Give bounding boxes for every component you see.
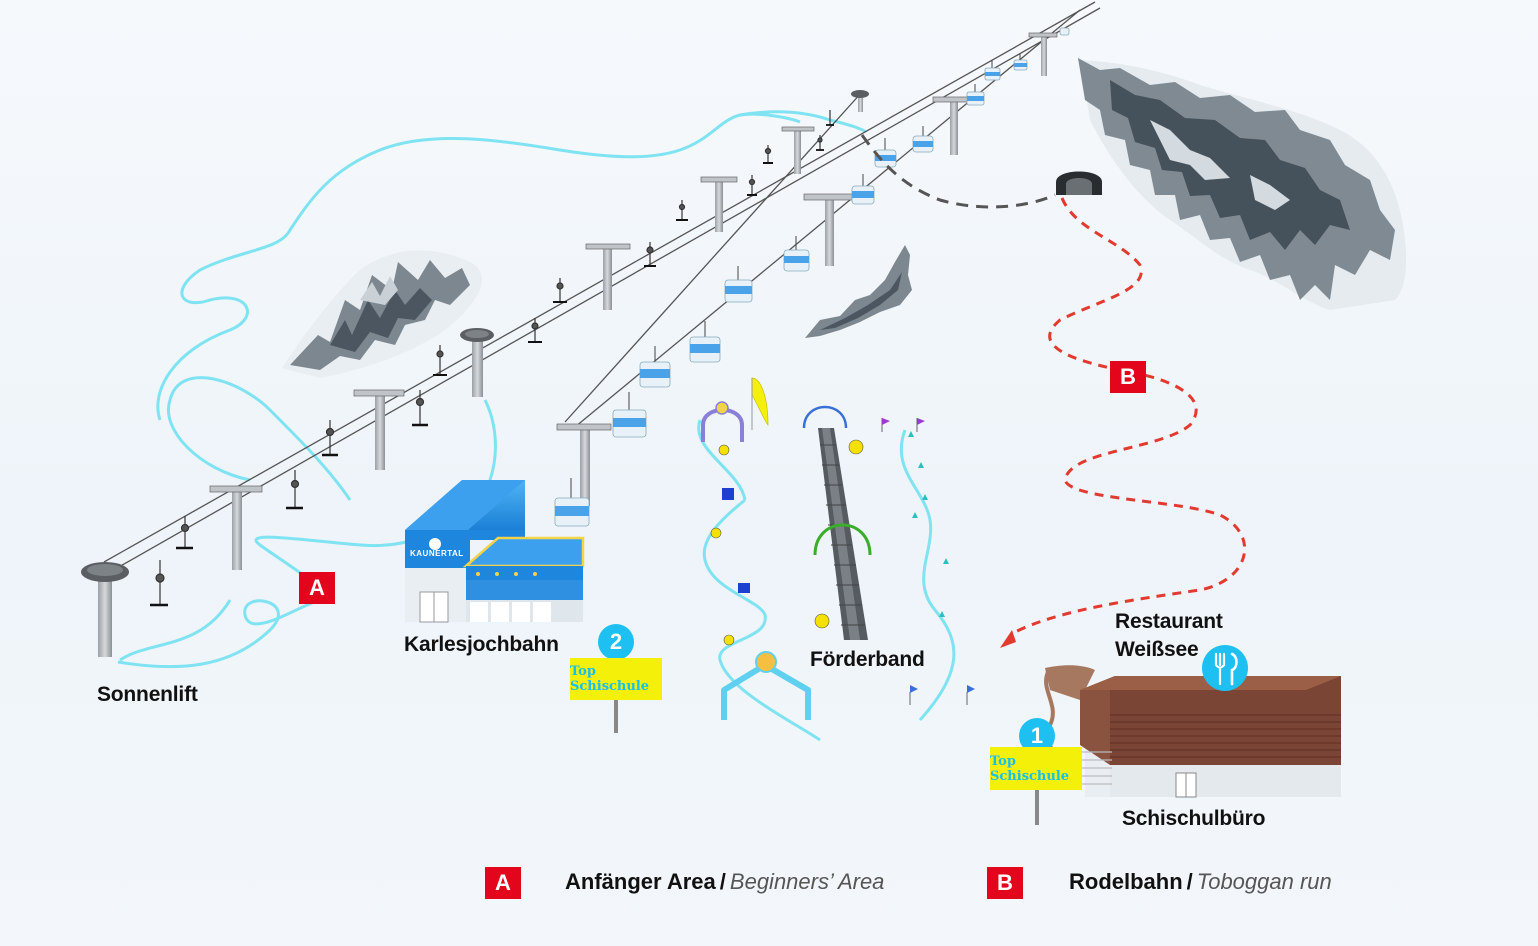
legend-a-separator: / — [719, 869, 726, 894]
area-a-marker[interactable]: A — [299, 572, 335, 604]
mountain-left — [282, 250, 482, 378]
sonnenlift-towers — [81, 90, 869, 657]
mountain-right — [1078, 58, 1407, 310]
foerderband-label: Förderband — [810, 648, 925, 671]
restaurant-label-line1: Restaurant — [1115, 610, 1223, 633]
smiley-icon — [710, 439, 864, 646]
flag-icon — [881, 418, 975, 705]
restaurant-weisssee-building — [1044, 665, 1341, 798]
legend-a-de: Anfänger Area — [565, 869, 716, 894]
legend-b-en: Toboggan run — [1196, 869, 1332, 894]
legend-item-a: Anfänger Area/Beginners’ Area — [565, 869, 884, 895]
karlesjochbahn-label: Karlesjochbahn — [404, 633, 559, 656]
restaurant-label-line2: Weißsee — [1115, 638, 1199, 661]
sonnenlift-label: Sonnenlift — [97, 683, 198, 706]
area-b-marker[interactable]: B — [1110, 361, 1146, 393]
legend-item-b: Rodelbahn/Toboggan run — [1069, 869, 1332, 895]
tunnel-icon — [1056, 171, 1102, 195]
kaunertal-logo-icon — [429, 538, 441, 550]
toboggan-run — [860, 134, 1247, 648]
gondola-towers — [556, 32, 1058, 506]
foerderband-conveyor — [802, 405, 872, 640]
gondola-cabins — [554, 27, 1070, 527]
restaurant-icon — [1202, 645, 1248, 691]
tbar-hangers — [150, 110, 834, 607]
legend-b-de: Rodelbahn — [1069, 869, 1183, 894]
legend-b-separator: / — [1186, 869, 1193, 894]
legend-a-en: Beginners’ Area — [729, 869, 885, 894]
schischulbuero-label: Schischulbüro — [1122, 807, 1266, 830]
building-logo-text: KAUNERTAL — [410, 549, 464, 558]
legend-badge-b: B — [987, 867, 1023, 899]
school-1-sign: Top Schischule — [990, 747, 1082, 790]
school-2-sign: Top Schischule — [570, 658, 662, 700]
mountain-middle — [805, 245, 912, 338]
karlesjochbahn-station — [405, 480, 585, 623]
beginner-area-props — [701, 377, 864, 720]
school-2-marker[interactable]: 2 — [598, 624, 634, 660]
legend-badge-a: A — [485, 867, 521, 899]
